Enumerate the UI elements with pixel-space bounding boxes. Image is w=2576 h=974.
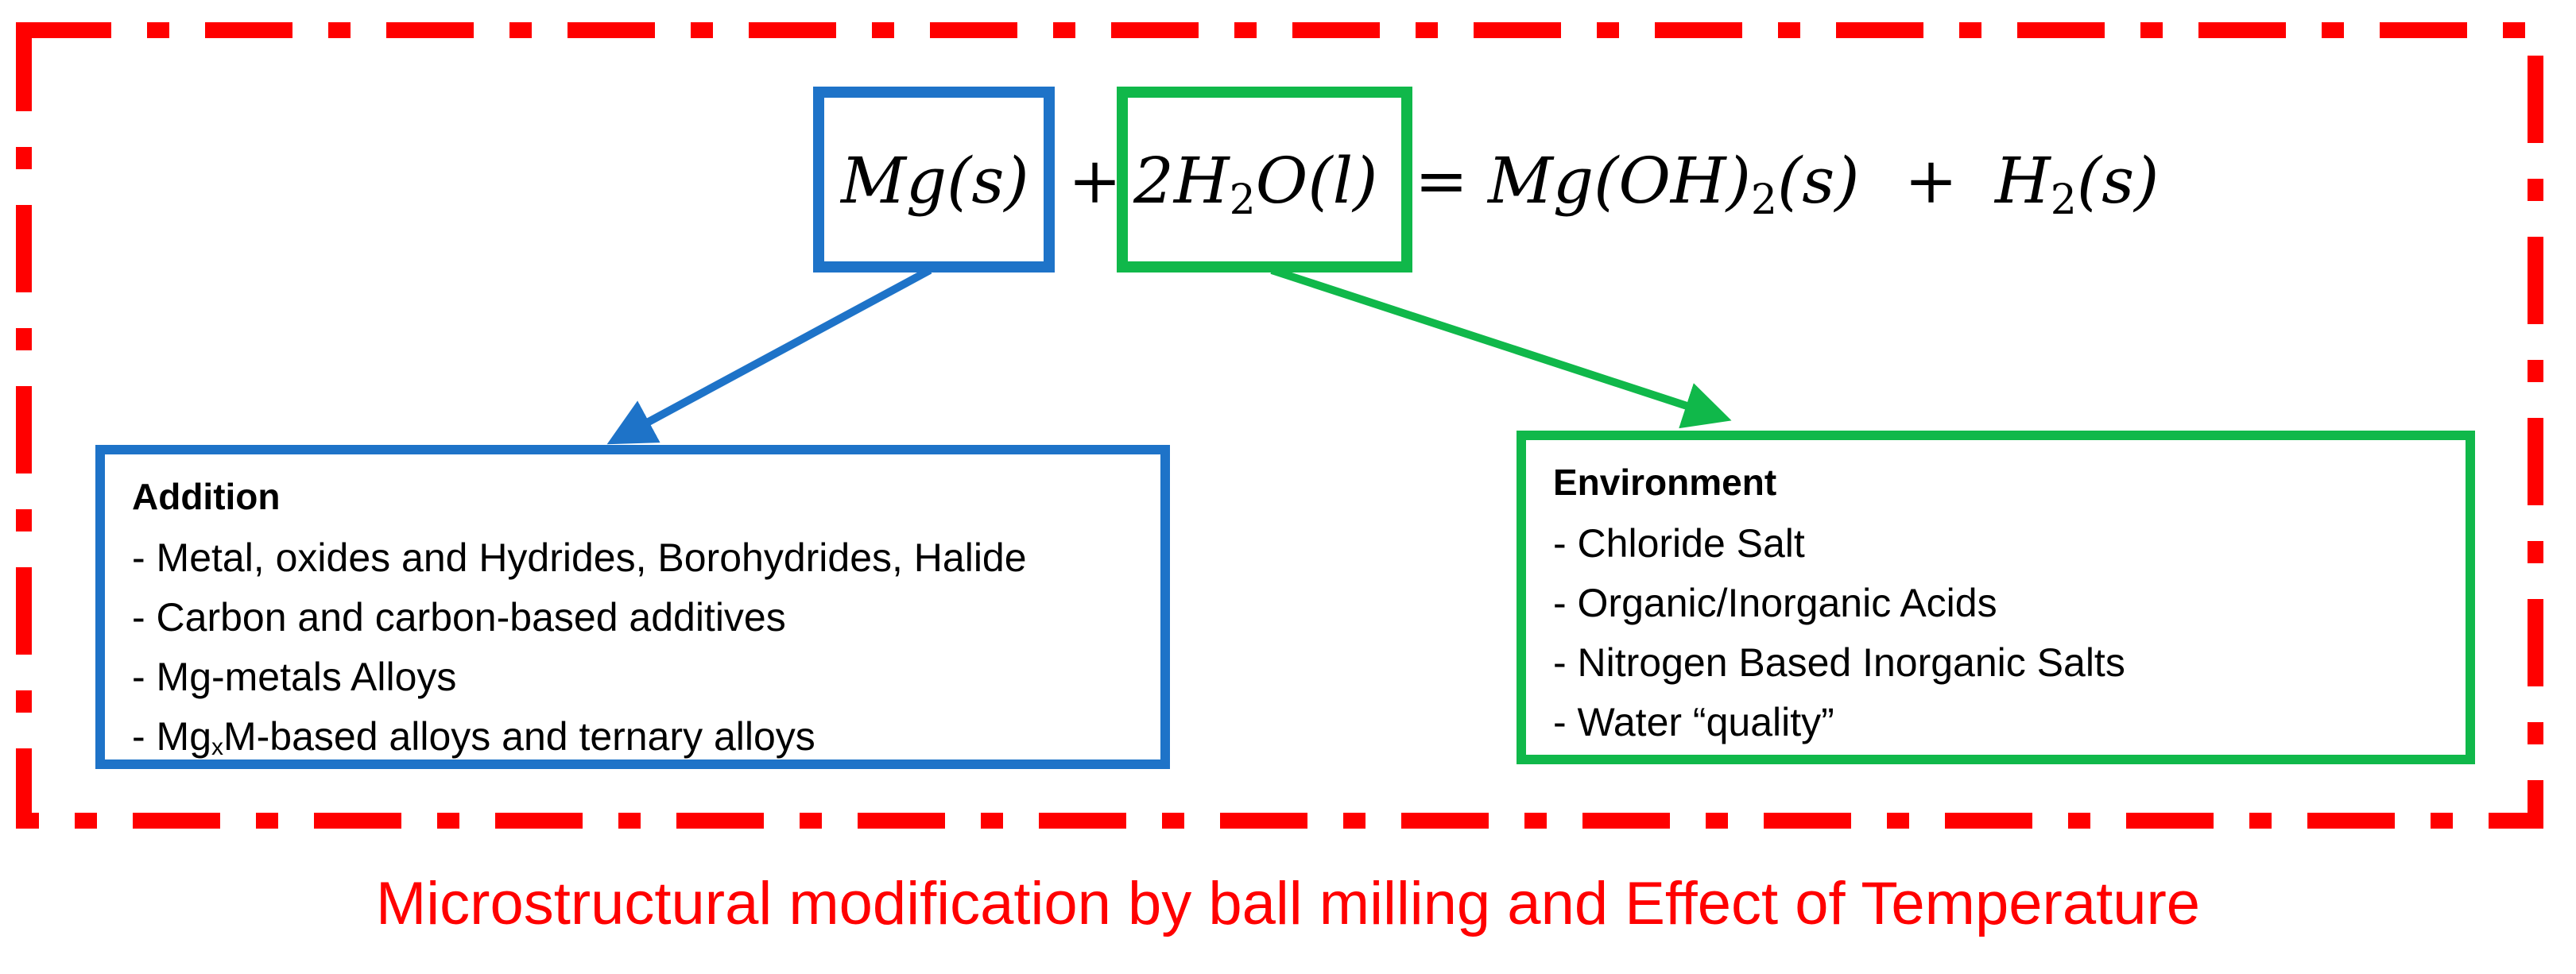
environment-item: - Nitrogen Based Inorganic Salts xyxy=(1553,640,2125,685)
footer-caption: Microstructural modification by ball mil… xyxy=(375,870,2201,937)
addition-arrow xyxy=(606,266,932,445)
environment-item: - Organic/Inorganic Acids xyxy=(1553,580,1997,625)
dashed-frame xyxy=(16,22,2543,829)
mg-highlight-box xyxy=(813,87,1055,272)
equation-reactant-mg: Mg(s) xyxy=(841,144,1029,218)
addition-item: - Metal, oxides and Hydrides, Borohydrid… xyxy=(132,535,1027,580)
environment-arrow xyxy=(1270,266,1732,429)
equation-product-hydrogen: H2(s) xyxy=(1995,144,2160,224)
environment-item: - Water “quality” xyxy=(1553,699,1834,744)
environment-list: - Chloride Salt - Organic/Inorganic Acid… xyxy=(1553,514,2438,752)
equation-product-mg-hydroxide: Mg(OH)2(s) xyxy=(1488,144,1860,224)
addition-box: Addition - Metal, oxides and Hydrides, B… xyxy=(95,445,1170,769)
addition-item: - MgxM-based alloys and ternary alloys xyxy=(132,713,815,760)
equation-equals: = xyxy=(1415,144,1469,218)
water-highlight-box xyxy=(1117,87,1412,272)
addition-title: Addition xyxy=(132,476,281,517)
equation-reactant-water: 2H2O(l) xyxy=(1133,144,1378,224)
environment-item: - Chloride Salt xyxy=(1553,520,1805,566)
equation-plus-1: + xyxy=(1068,144,1122,218)
addition-list: - Metal, oxides and Hydrides, Borohydrid… xyxy=(132,528,1133,767)
equation-plus-2: + xyxy=(1904,144,1958,218)
addition-item: - Mg-metals Alloys xyxy=(132,654,457,699)
environment-box: Environment - Chloride Salt - Organic/In… xyxy=(1517,431,2475,764)
environment-title: Environment xyxy=(1553,462,1777,503)
addition-item: - Carbon and carbon-based additives xyxy=(132,594,786,640)
